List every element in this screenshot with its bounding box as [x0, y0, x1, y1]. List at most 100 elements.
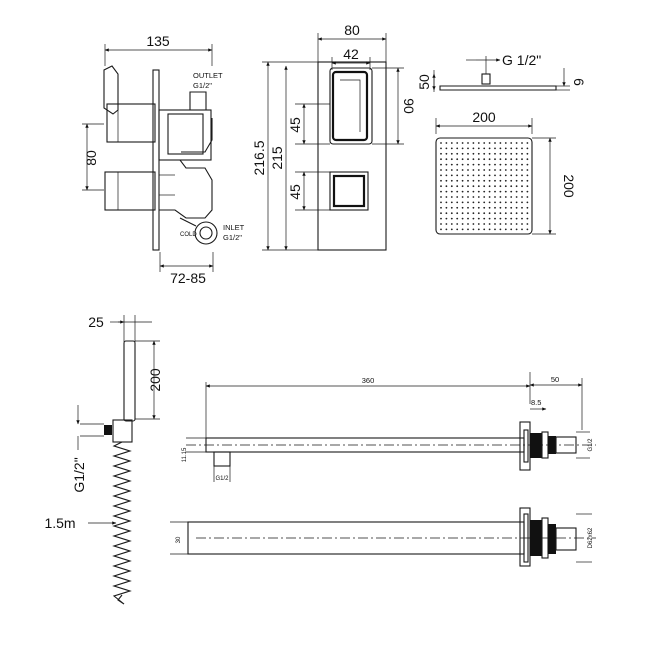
nozzle-dot [472, 179, 475, 182]
nozzle-dot [515, 163, 518, 166]
nozzle-dot [445, 158, 448, 161]
nozzle-dot [477, 228, 480, 231]
nozzle-dot [488, 185, 491, 188]
nozzle-dot [440, 212, 442, 215]
faceplate-inner-dim: 42 [343, 46, 359, 62]
nozzle-dot [488, 142, 491, 144]
nozzle-dot [445, 201, 448, 204]
nozzle-dot [461, 152, 464, 155]
nozzle-dot [477, 142, 480, 144]
nozzle-dot [526, 212, 529, 215]
nozzle-dot [461, 201, 464, 204]
nozzle-dot [456, 158, 459, 161]
nozzle-dot [499, 217, 502, 220]
nozzle-dot [499, 201, 502, 204]
nozzle-dot [450, 142, 453, 144]
nozzle-dot [526, 158, 529, 161]
nozzle-dot [499, 142, 502, 144]
nozzle-dot [440, 201, 442, 204]
faceplate-height-dim: 215 [269, 146, 285, 170]
nozzle-dot [477, 196, 480, 198]
nozzle-dot [440, 158, 442, 161]
nozzle-dot [510, 185, 513, 188]
nozzle-dot [461, 163, 464, 166]
nozzle-dot [440, 179, 442, 182]
nozzle-dot [467, 190, 469, 193]
nozzle-dot [467, 212, 469, 215]
nozzle-dot [467, 179, 469, 182]
nozzle-dot [488, 163, 491, 166]
nozzle-dot [467, 163, 469, 166]
nozzle-dot [450, 190, 453, 193]
nozzle-dot [461, 228, 464, 231]
nozzle-dot [456, 174, 459, 177]
nozzle-dot [510, 147, 513, 150]
nozzle-dot [461, 169, 464, 171]
nozzle-dot [488, 217, 491, 220]
nozzle-dot [504, 142, 507, 144]
nozzle-dot [510, 142, 513, 144]
nozzle-dot [521, 179, 523, 182]
nozzle-dot [488, 206, 491, 209]
nozzle-dot [488, 190, 491, 193]
nozzle-dot [456, 185, 459, 188]
nozzle-dot [510, 169, 513, 171]
nozzle-dot [450, 201, 453, 204]
nozzle-dot [472, 152, 475, 155]
nozzle-dot [472, 163, 475, 166]
nozzle-dot [445, 190, 448, 193]
faceplate-upper-dim: 45 [287, 117, 303, 133]
svg-text:COLD: COLD [180, 232, 197, 238]
nozzle-dot [494, 142, 496, 144]
nozzle-dot [494, 185, 496, 188]
valve-drawing: 135 COLD OUTLET G1/2" INLET G1/2" 80 [82, 33, 245, 286]
nozzle-dot [445, 217, 448, 220]
nozzle-dot [488, 147, 491, 150]
nozzle-dot [504, 185, 507, 188]
faceplate-lever [329, 67, 373, 145]
nozzle-dot [521, 163, 523, 166]
nozzle-dot [472, 223, 475, 225]
nozzle-dot [504, 152, 507, 155]
nozzle-dot [521, 196, 523, 198]
nozzle-dot [467, 217, 469, 220]
nozzle-dot [515, 201, 518, 204]
nozzle-dot [526, 163, 529, 166]
arm-length-dim: 360 [362, 376, 375, 385]
nozzle-dot [456, 142, 459, 144]
nozzle-dot [499, 190, 502, 193]
valve-body [158, 109, 212, 161]
nozzle-dot [445, 152, 448, 155]
nozzle-dot [488, 152, 491, 155]
arm-outlet [213, 451, 231, 467]
nozzle-dot [477, 212, 480, 215]
nozzle-dot [450, 174, 453, 177]
ceiling-shower-head: 50 G 1/2" 6 200 200 [416, 52, 587, 235]
nozzle-dot [504, 179, 507, 182]
nozzle-dot [510, 212, 513, 215]
nozzle-dot [494, 179, 496, 182]
nozzle-dot [526, 174, 529, 177]
nozzle-dot [499, 223, 502, 225]
nozzle-dot [440, 196, 442, 198]
nozzle-dot [472, 174, 475, 177]
nozzle-dot [461, 217, 464, 220]
nozzle-dot [477, 179, 480, 182]
hose-length-dim: 1.5m [44, 515, 75, 531]
nozzle-dot [494, 190, 496, 193]
nozzle-dot [477, 201, 480, 204]
nozzle-dot [472, 142, 475, 144]
nozzle-dot [467, 185, 469, 188]
nozzle-dot [499, 174, 502, 177]
nozzle-dot [504, 223, 507, 225]
nozzle-dot [515, 179, 518, 182]
nozzle-dot [467, 152, 469, 155]
shower-hose [112, 441, 132, 605]
nozzle-dot [515, 147, 518, 150]
faceplate-total-height-dim: 216.5 [251, 140, 267, 175]
faceplate-handle-dim: 90 [401, 98, 417, 114]
nozzle-dot [483, 179, 486, 182]
nozzle-dot [488, 158, 491, 161]
nozzle-dot [472, 190, 475, 193]
svg-text:INLET: INLET [223, 223, 245, 232]
